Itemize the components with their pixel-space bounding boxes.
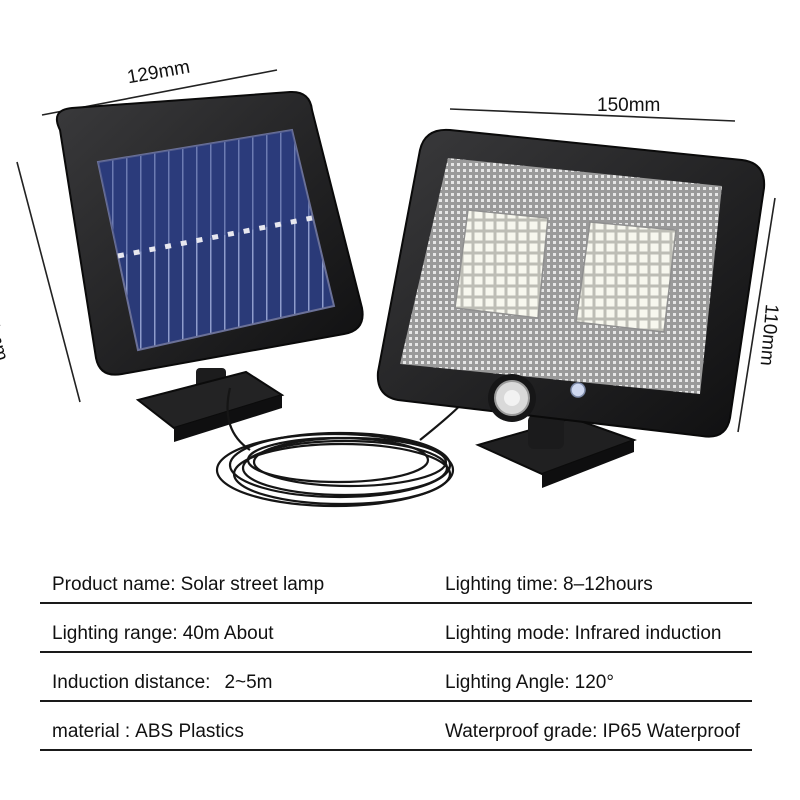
spec-cell-product-name: Product name:Solar street lamp bbox=[52, 574, 324, 596]
spec-value: Solar street lamp bbox=[180, 574, 325, 595]
spec-value: ABS Plastics bbox=[135, 721, 244, 742]
spec-label: Lighting mode: bbox=[445, 623, 570, 644]
spec-row: material :ABS Plastics Waterproof grade:… bbox=[40, 702, 752, 751]
spec-row: Lighting range:40m About Lighting mode:I… bbox=[40, 604, 752, 653]
spec-label: Lighting range: bbox=[52, 623, 178, 644]
spec-cell-material: material :ABS Plastics bbox=[52, 721, 244, 743]
spec-value: Infrared induction bbox=[574, 623, 722, 644]
spec-value: 8–12hours bbox=[563, 574, 653, 595]
solar-panel bbox=[56, 90, 364, 376]
spec-label: Waterproof grade: bbox=[445, 721, 598, 742]
spec-table: Product name:Solar street lamp Lighting … bbox=[40, 555, 752, 751]
spec-value: 40m About bbox=[182, 623, 274, 644]
spec-row: Product name:Solar street lamp Lighting … bbox=[40, 555, 752, 604]
dimension-lines bbox=[16, 69, 776, 433]
spec-label: material : bbox=[52, 721, 131, 742]
spec-cell-lighting-range: Lighting range:40m About bbox=[52, 623, 274, 645]
spec-cell-lighting-angle: Lighting Angle:120° bbox=[445, 672, 614, 694]
spec-label: Induction distance: bbox=[52, 672, 211, 693]
led-lamp bbox=[376, 128, 766, 438]
spec-label: Lighting time: bbox=[445, 574, 559, 595]
spec-value: 2~5m bbox=[224, 672, 273, 693]
spec-cell-lighting-time: Lighting time:8–12hours bbox=[445, 574, 653, 596]
spec-row: Induction distance: 2~5m Lighting Angle:1… bbox=[40, 653, 752, 702]
spec-cell-waterproof-grade: Waterproof grade:IP65 Waterproof bbox=[445, 721, 740, 743]
product-illustration bbox=[16, 69, 776, 508]
lamp-width-label: 150mm bbox=[597, 95, 661, 116]
spec-value: 120° bbox=[574, 672, 614, 693]
panel-bracket bbox=[135, 368, 285, 442]
spec-label: Product name: bbox=[52, 574, 176, 595]
spec-label: Lighting Angle: bbox=[445, 672, 570, 693]
spec-value: IP65 Waterproof bbox=[602, 721, 741, 742]
spec-cell-lighting-mode: Lighting mode:Infrared induction bbox=[445, 623, 721, 645]
spec-cell-induction-distance: Induction distance: 2~5m bbox=[52, 672, 273, 694]
lamp-bracket bbox=[475, 415, 637, 488]
